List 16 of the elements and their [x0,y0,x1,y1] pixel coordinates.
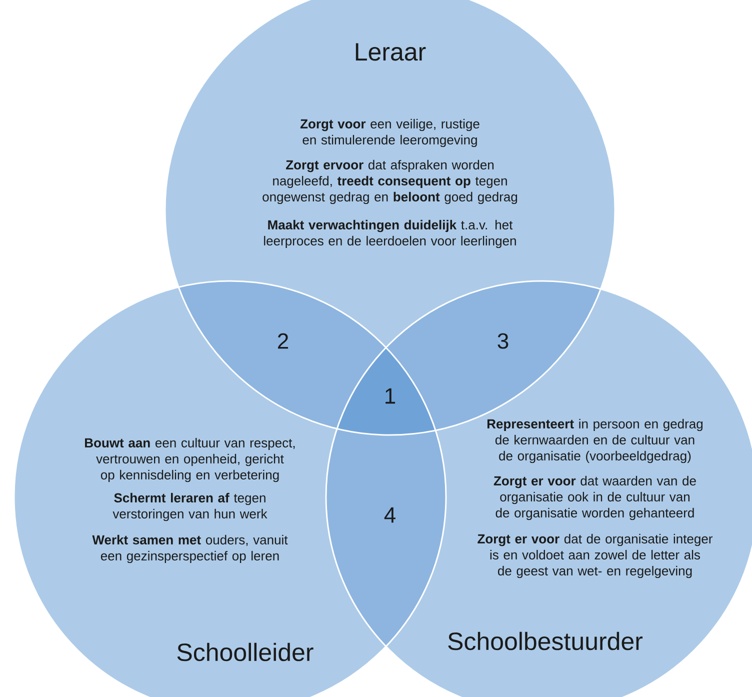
role-description: Werkt samen met ouders, vanuit een gezinsperspectief op leren [92,534,288,564]
region-number: 2 [278,333,288,349]
role-description: Zorgt ervoor dat afspraken worden nageleefd, treedt consequent op tegen ongewenst gedrag en beloont goed gedrag [262,160,518,204]
role-description: Representeert in persoon en gedrag de kernwaarden en de cultuur van de organisatie (voorbeeldgedrag) [487,418,703,464]
circle-title: Schoolbestuurder [448,632,643,650]
role-description: Zorgt voor een veilige, rustige en stimulerende leeromgeving [300,118,480,148]
role-description: Maakt verwachtingen duidelijk t.a.v. het leerproces en de leerdoelen voor leerlingen [264,220,516,248]
region-number: 1 [386,388,396,404]
role-description: Schermt leraren af tegen verstoringen van hun werk [112,492,268,522]
role-description: Zorgt er voor dat de organisatie integer is en voldoet aan zowel de letter als de geest van wet- en regelgeving [478,534,713,578]
region-number: 3 [498,333,508,349]
role-description: Zorgt er voor dat waarden van de organisatie ook in de cultuur van de organisatie worden gehanteerd [494,476,696,520]
role-description: Bouwt aan een cultuur van respect, vertrouwen en openheid, gericht op kennisdeling en verbetering [85,438,295,482]
circle-title: Leraar [356,43,426,61]
circle-title: Schoolleider [177,642,314,662]
region-number: 4 [384,507,396,523]
